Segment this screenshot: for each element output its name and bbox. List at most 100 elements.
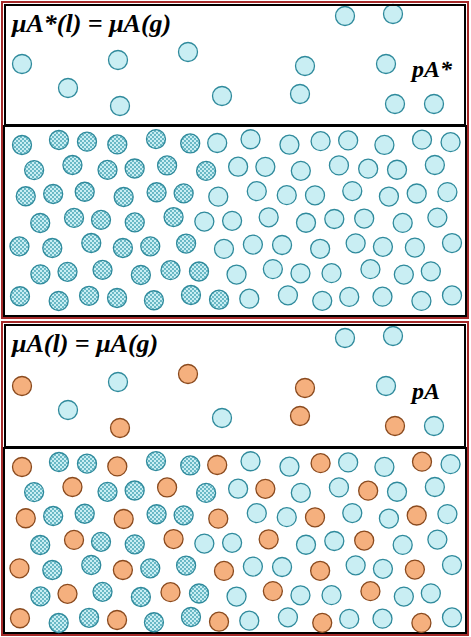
molecule: [311, 132, 330, 151]
molecule: [65, 208, 84, 227]
molecule: [181, 134, 200, 153]
molecule: [209, 509, 228, 528]
molecule: [377, 55, 396, 74]
molecule: [325, 210, 344, 229]
molecule: [31, 213, 50, 232]
molecule: [125, 535, 144, 554]
molecule: [179, 365, 198, 384]
molecule: [412, 613, 431, 632]
molecule: [325, 532, 344, 551]
molecule: [441, 133, 460, 152]
molecule: [25, 483, 44, 502]
molecule: [181, 608, 200, 627]
molecule: [208, 133, 227, 152]
molecule: [31, 535, 50, 554]
molecule: [313, 613, 332, 632]
molecule: [58, 584, 77, 603]
molecule: [114, 509, 133, 528]
molecule: [213, 87, 232, 106]
molecule: [223, 211, 242, 230]
molecule: [259, 530, 278, 549]
molecule: [407, 184, 426, 203]
molecule: [247, 182, 266, 201]
molecule: [10, 559, 29, 578]
molecule: [190, 584, 209, 603]
molecule: [197, 483, 216, 502]
equilibrium-equation: μA*(l) = μA(g): [10, 10, 173, 39]
molecule: [179, 43, 198, 62]
molecule: [336, 7, 355, 26]
molecule: [263, 582, 282, 601]
molecule: [375, 135, 394, 154]
molecule: [339, 131, 358, 150]
molecule: [277, 508, 296, 527]
molecule: [379, 187, 398, 206]
molecule: [405, 238, 424, 257]
molecule: [296, 379, 315, 398]
molecule: [273, 557, 292, 576]
molecule: [111, 419, 130, 438]
molecule: [13, 55, 32, 74]
molecule: [296, 213, 315, 232]
molecule: [214, 239, 233, 258]
molecule: [63, 478, 82, 497]
molecule: [405, 560, 424, 579]
molecule: [377, 377, 396, 396]
molecule: [339, 453, 358, 472]
molecule: [98, 482, 117, 501]
molecule: [278, 286, 297, 305]
molecule: [158, 478, 177, 497]
molecule: [161, 583, 180, 602]
molecule: [131, 587, 150, 606]
molecule: [443, 608, 462, 627]
molecule: [146, 130, 165, 149]
molecule: [421, 584, 440, 603]
molecule: [195, 534, 214, 553]
panel-frame: [2, 322, 468, 635]
molecule: [346, 234, 365, 253]
molecule: [296, 57, 315, 76]
molecule: [306, 508, 325, 527]
molecule: [311, 561, 330, 580]
molecule: [195, 212, 214, 231]
molecule: [16, 509, 35, 528]
molecule: [80, 608, 99, 627]
molecule: [125, 213, 144, 232]
molecule: [313, 291, 332, 310]
molecule: [311, 454, 330, 473]
molecule: [375, 457, 394, 476]
molecule: [147, 505, 166, 524]
molecule: [49, 131, 68, 150]
molecule: [291, 85, 310, 104]
molecule: [277, 186, 296, 205]
molecule: [59, 401, 78, 420]
molecule: [241, 130, 260, 149]
liquid-box: [4, 448, 466, 633]
molecule: [25, 161, 44, 180]
molecule: [227, 587, 246, 606]
molecule: [10, 237, 29, 256]
molecule: [388, 160, 407, 179]
molecule: [144, 291, 163, 310]
molecule: [412, 452, 431, 471]
molecule: [109, 373, 128, 392]
molecule: [144, 613, 163, 632]
molecule: [241, 452, 260, 471]
molecule: [393, 535, 412, 554]
molecule: [311, 239, 330, 258]
molecule: [379, 509, 398, 528]
molecule: [240, 289, 259, 308]
molecule: [229, 479, 248, 498]
molecule: [280, 135, 299, 154]
molecule: [340, 609, 359, 628]
molecule: [49, 453, 68, 472]
molecule: [82, 234, 101, 253]
molecule: [190, 262, 209, 281]
molecule: [438, 505, 457, 524]
molecule: [141, 237, 160, 256]
molecule: [177, 556, 196, 575]
molecule: [291, 407, 310, 426]
molecule: [125, 159, 144, 178]
molecule: [141, 559, 160, 578]
